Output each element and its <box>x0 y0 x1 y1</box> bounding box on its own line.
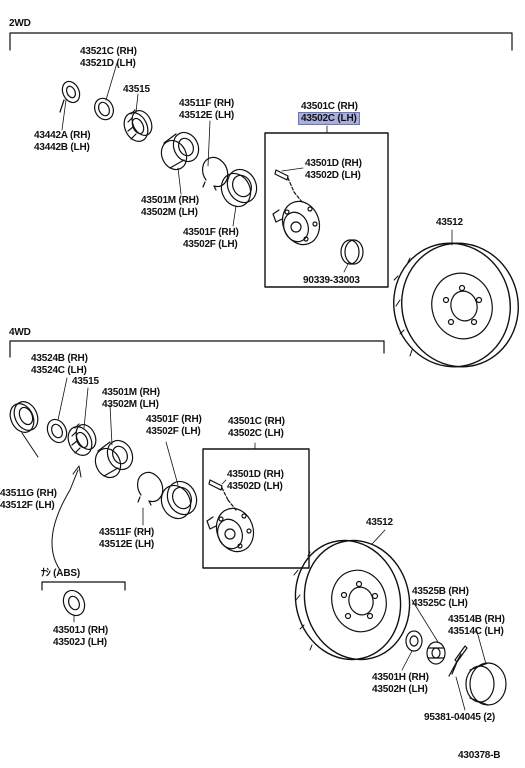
leader <box>109 404 113 446</box>
section-4wd: 4WD <box>9 327 31 338</box>
label-95381: 95381-04045 (2) <box>424 712 495 723</box>
hub-assembly-box-4wd <box>202 448 310 569</box>
label-43502f-2wd: 43502F (LH) <box>183 239 238 250</box>
label-90339: 90339-33003 <box>303 275 360 286</box>
label-43502c-4wd: 43502C (LH) <box>228 428 284 439</box>
hub-bolt-43501d-2wd <box>274 169 303 203</box>
label-43524c: 43524C (LH) <box>31 365 87 376</box>
label-43501m-2wd: 43501M (RH) <box>141 195 199 206</box>
washer-43501h-4wd <box>405 630 423 652</box>
label-43524b: 43524B (RH) <box>31 353 88 364</box>
bearing-43515-4wd <box>67 423 97 456</box>
bearing-43524-4wd <box>46 418 68 444</box>
snap-ring-43511-2wd <box>202 156 229 191</box>
label-43511f-4wd: 43511F (RH) <box>99 527 155 538</box>
label-43501f-2wd: 43501F (RH) <box>183 227 239 238</box>
label-43525c: 43525C (LH) <box>412 598 468 609</box>
washer-43501j-abs <box>62 589 86 617</box>
seal-43501f-2wd <box>220 168 258 208</box>
leader <box>105 62 118 101</box>
label-43501c-4wd: 43501C (RH) <box>228 416 285 427</box>
bearing-43515-2wd <box>123 109 153 142</box>
label-abs-note: ﾅｼ (ABS) <box>41 568 80 579</box>
leader <box>135 93 139 113</box>
label-43512f: 43512F (LH) <box>0 500 55 511</box>
label-43501j: 43501J (RH) <box>53 625 109 636</box>
label-43515-2wd: 43515 <box>123 84 150 95</box>
leader <box>281 167 304 172</box>
leader <box>401 650 413 671</box>
label-43511f-2wd: 43511F (RH) <box>179 98 235 109</box>
leader <box>177 167 182 195</box>
label-43501c-2wd: 43501C (RH) <box>301 101 358 112</box>
leader <box>57 377 68 421</box>
leader <box>165 441 179 486</box>
hub-43501c-4wd <box>206 507 255 553</box>
label-43501d-4wd: 43501D (RH) <box>227 469 284 480</box>
label-43501m-4wd: 43501M (RH) <box>102 387 160 398</box>
label-43442b: 43442B (LH) <box>34 142 90 153</box>
label-43501h: 43501H (RH) <box>372 672 429 683</box>
rotor-43512-4wd <box>293 539 411 661</box>
bearing-43521-2wd <box>94 97 114 121</box>
leader <box>411 599 439 643</box>
label-43512-2wd: 43512 <box>436 217 463 228</box>
abs-bracket <box>41 581 126 591</box>
label-43514c: 43514C (LH) <box>448 626 504 637</box>
diagram-code: 430378-B <box>458 750 501 761</box>
leader <box>371 529 386 545</box>
arrow-43511g <box>51 469 79 571</box>
leader <box>232 205 237 227</box>
label-43521d: 43521D (LH) <box>80 58 136 69</box>
hub-bolt-43501d-4wd <box>208 479 237 511</box>
label-43501d-2wd: 43501D (RH) <box>305 158 362 169</box>
leader <box>61 99 67 131</box>
label-43525b: 43525B (RH) <box>412 586 469 597</box>
bearing-43501m-2wd <box>160 131 200 171</box>
leader <box>83 387 89 429</box>
hub-assembly-box-2wd <box>264 132 389 288</box>
cap-90339-2wd <box>340 239 364 265</box>
label-43512-4wd: 43512 <box>366 517 393 528</box>
arrow-head <box>72 465 82 478</box>
label-43502d-4wd: 43502D (LH) <box>227 481 283 492</box>
section-2wd: 2WD <box>9 18 31 29</box>
leader <box>207 120 211 167</box>
leader <box>455 676 466 711</box>
label-43514b: 43514B (RH) <box>448 614 505 625</box>
label-43511g: 43511G (RH) <box>0 488 57 499</box>
label-43515-4wd: 43515 <box>72 376 99 387</box>
two-wd-bracket <box>9 32 513 51</box>
four-wd-bracket <box>9 340 385 358</box>
cotter-pin-95381 <box>448 645 468 677</box>
leader <box>343 261 350 273</box>
rotor-43512-2wd <box>393 242 519 368</box>
seal-43442-2wd <box>59 80 81 113</box>
leader <box>475 627 487 665</box>
bearing-43501m-4wd <box>94 439 134 479</box>
label-43502d-2wd: 43502D (LH) <box>305 170 361 181</box>
label-43521c: 43521C (RH) <box>80 46 137 57</box>
label-43502c-2wd-highlighted: 43502C (LH) <box>298 112 360 125</box>
leader <box>221 479 227 485</box>
label-43502h: 43502H (LH) <box>372 684 428 695</box>
label-43512e-4wd: 43512E (LH) <box>99 539 155 550</box>
label-43512e-2wd: 43512E (LH) <box>179 110 235 121</box>
seal-43511g-4wd <box>9 401 39 458</box>
label-43442a: 43442A (RH) <box>34 130 91 141</box>
label-43502j: 43502J (LH) <box>53 637 107 648</box>
seal-43501f-4wd <box>160 480 198 520</box>
hub-43501c-2wd <box>272 200 321 246</box>
snap-ring-43511f-4wd <box>137 471 164 506</box>
label-43502m-4wd: 43502M (LH) <box>102 399 159 410</box>
nut-43525-4wd <box>426 641 446 665</box>
cap-43514-4wd <box>465 662 507 706</box>
label-43501f-4wd: 43501F (RH) <box>146 414 202 425</box>
label-43502f-4wd: 43502F (LH) <box>146 426 201 437</box>
label-43502m-2wd: 43502M (LH) <box>141 207 198 218</box>
